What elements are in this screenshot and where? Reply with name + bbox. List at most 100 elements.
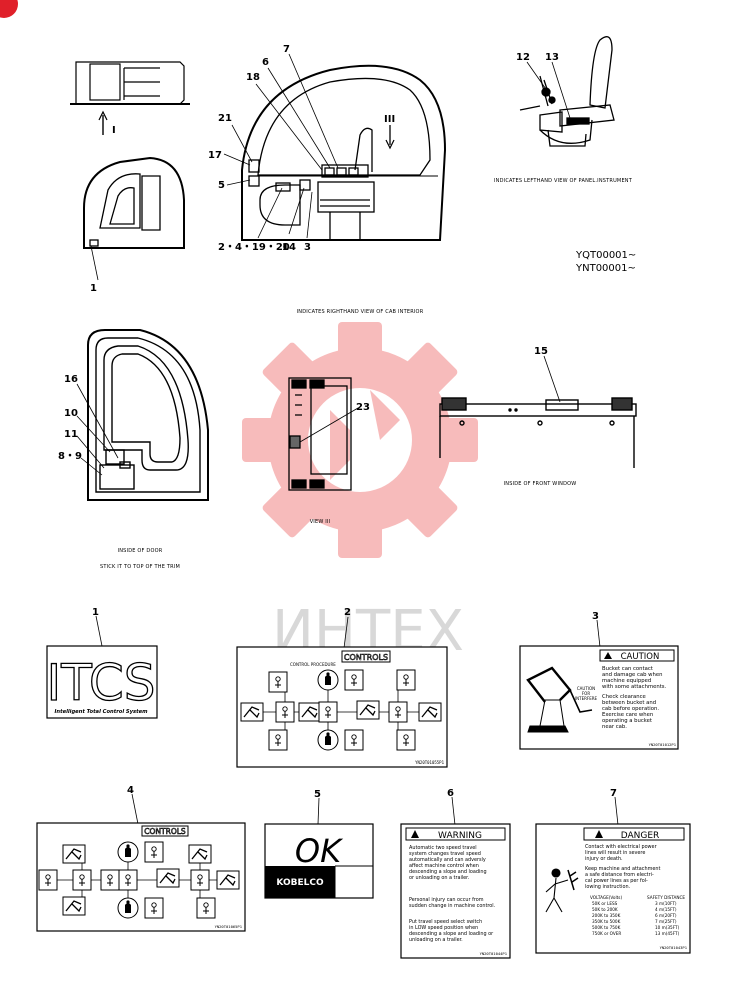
decal-3-line: operating a bucket xyxy=(602,718,652,724)
decal-7-line: a safe distance from electri- xyxy=(585,872,654,878)
view-iii-drawing xyxy=(288,377,352,491)
decal-7-line: injury or death. xyxy=(585,856,623,862)
decal-7-line: Contact with electrical power xyxy=(585,844,658,850)
decal-6-code: YN20T01044P1 xyxy=(480,951,508,956)
callout-6-top: 6 xyxy=(262,57,269,68)
cab-top-view xyxy=(70,61,190,135)
decal-7-td: 500K to 750K xyxy=(592,925,621,930)
caption-inside-front-window: INSIDE OF FRONT WINDOW xyxy=(504,481,577,487)
decal-6-line: or unloading on a trailer. xyxy=(409,875,470,881)
decal-3-line: Check clearance xyxy=(602,694,646,700)
door-inside-view xyxy=(87,329,209,501)
decal-7-td: 13 m(45FT) xyxy=(655,931,680,936)
decal-3-line: Exercise care when xyxy=(602,712,653,718)
decal-7-number: 7 xyxy=(610,788,617,799)
callout-15: 15 xyxy=(534,346,548,357)
decal-6-warning: 6 WARNING Automatic two speed travel sys… xyxy=(400,788,511,959)
decal-7-header: DANGER xyxy=(621,831,660,841)
decal-6-line: affect machine control when xyxy=(409,863,479,869)
decal-7-table: VOLTAGE(Volts) SAFETY DISTANCE 50K or LE… xyxy=(590,895,685,936)
decal-6-line: in LOW speed position when xyxy=(409,925,478,931)
callout-8-9: 8・9 xyxy=(58,451,82,462)
decal-7-code: YN20T01043P1 xyxy=(660,945,688,950)
seat-console-view xyxy=(519,36,615,147)
callout-18: 18 xyxy=(246,72,260,83)
decal-7-td: 200K to 350K xyxy=(592,913,621,918)
decal-3-line: with some attachments. xyxy=(602,684,667,690)
decal-7-danger: 7 DANGER Contact with electrical power l… xyxy=(535,788,691,954)
callout-3-top: 3 xyxy=(304,242,311,253)
decal-3-caution: 3 CAUTION CAUTION FOR INTERFERE Bucket c… xyxy=(519,611,679,750)
decal-6-line: unloading on a trailer. xyxy=(409,937,463,943)
callout-21: 21 xyxy=(218,113,232,124)
decal-3-side-2: FOR xyxy=(582,691,590,696)
cab-interior-leaders xyxy=(223,53,339,239)
decal-7-td: 4 m(15FT) xyxy=(655,907,677,912)
decal-3-code: YN20T01012P1 xyxy=(649,742,677,747)
decal-6-line: Automatic two speed travel xyxy=(409,845,477,851)
decal-5-kobelco: 5 OK KOBELCO xyxy=(264,789,374,899)
decal-7-td: 50K or LESS xyxy=(592,901,618,906)
decal-7-td: 10 m(35FT) xyxy=(655,925,680,930)
decal-7-td: 750K or OVER xyxy=(592,931,621,936)
callout-1-top: 1 xyxy=(90,283,97,294)
decal-7-line: lowing instruction. xyxy=(585,884,631,890)
itcs-tagline: Intelligent Total Control System xyxy=(54,709,148,715)
callout-14: 14 xyxy=(282,242,296,253)
arrow-i-label: I xyxy=(112,125,116,136)
decal-2-subtitle: CONTROL PROCEDURE xyxy=(290,662,336,667)
callout-10: 10 xyxy=(64,408,78,419)
decal-1-itcs: 1 ITCS Intelligent Total Control System xyxy=(46,607,158,719)
decal-3-line: machine equipped xyxy=(602,678,651,684)
decal-2-controls: 2 CONTROLS CONTROL PROCEDURE YN20T01055P… xyxy=(236,607,448,768)
decal-3-line: cab before operation. xyxy=(602,706,659,712)
decal-7-td: 350K to 500K xyxy=(592,919,621,924)
decal-4-number: 4 xyxy=(127,785,134,796)
decal-2-number: 2 xyxy=(344,607,351,618)
decal-5-number: 5 xyxy=(314,789,321,800)
decal-6-number: 6 xyxy=(447,788,454,799)
caption-lefthand-view: INDICATES LEFTHAND VIEW OF PANEL.INSTRUM… xyxy=(494,178,633,184)
decal-3-side-3: INTERFERE xyxy=(575,696,598,701)
decal-6-line: sudden change in machine control. xyxy=(409,903,496,909)
decal-3-header: CAUTION xyxy=(621,652,660,662)
decal-6-line: system changes travel speed xyxy=(409,851,481,857)
door-leaders xyxy=(76,383,119,476)
decal-6-line: descending a slope and loading xyxy=(409,869,487,875)
callout-5-top: 5 xyxy=(218,180,225,191)
decal-7-line: cal power lines as per fol- xyxy=(585,878,648,884)
callout-12: 12 xyxy=(516,52,530,63)
decal-7-th: SAFETY DISTANCE xyxy=(647,895,685,900)
decal-3-line: and damage cab when xyxy=(602,672,662,678)
decal-6-line: descending a slope and loading or xyxy=(409,931,494,937)
decal-2-code: YN20T01055P1 xyxy=(415,760,444,765)
callout-16: 16 xyxy=(64,374,78,385)
front-window-view xyxy=(439,397,637,468)
decal-7-line: lines will result in severe xyxy=(585,850,645,856)
decal-7-td: 3 m(10FT) xyxy=(655,901,677,906)
decal-4-controls: 4 CONTROLS YN20T01065P1 xyxy=(36,785,246,932)
caption-inside-door: INSIDE OF DOOR xyxy=(118,548,163,554)
decal-3-line: between bucket and xyxy=(602,700,656,706)
callout-13: 13 xyxy=(545,52,559,63)
decal-6-header: WARNING xyxy=(438,831,482,841)
kobelco-brand: KOBELCO xyxy=(276,878,324,888)
serial-2: YNT00001~ xyxy=(575,263,636,274)
decal-6-line: automatically and can adversly xyxy=(409,857,486,863)
watermark-gear-icon xyxy=(242,322,478,558)
decal-3-number: 3 xyxy=(592,611,599,622)
decal-3-line: Bucket can contact xyxy=(602,666,653,672)
serial-1: YQT00001~ xyxy=(575,250,636,261)
callout-2-4-19-20: 2・4・19・20 xyxy=(218,242,290,253)
arrow-iii-label: III xyxy=(384,114,395,125)
cab-side-view xyxy=(83,156,185,249)
decal-3-side-1: CAUTION xyxy=(577,686,595,691)
decal-6-line: Personal injury can occur from xyxy=(409,897,484,903)
decal-4-title: CONTROLS xyxy=(144,827,186,836)
callout-7-top: 7 xyxy=(283,44,290,55)
itcs-logo: ITCS xyxy=(46,654,155,712)
decal-6-line: Put travel speed select switch xyxy=(409,919,482,925)
decal-7-line: Keep machine and attachment xyxy=(585,866,660,872)
